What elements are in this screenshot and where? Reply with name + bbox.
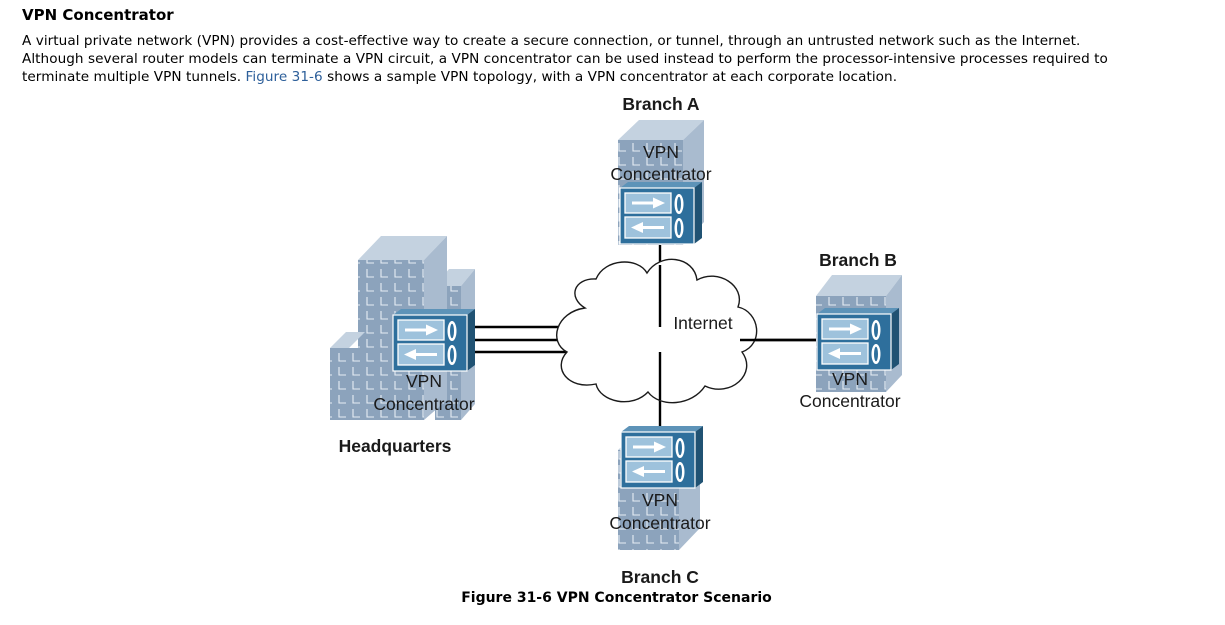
intro-line-3-end: shows a sample VPN topology, with a VPN … [322,69,898,85]
site-headquarters: VPN Concentrator Headquarters [330,236,477,456]
figure-link[interactable]: Figure 31-6 [245,69,323,85]
branch-a-device-label-2: Concentrator [610,164,711,184]
branch-b-vpn-concentrator-icon [815,306,901,372]
branch-b-device-label-1: VPN [832,369,868,389]
cloud-label: Internet [673,313,732,333]
branch-c-device-label-2: Concentrator [609,513,710,533]
branch-c-label: Branch C [621,567,699,587]
branch-a-device-label-1: VPN [643,142,679,162]
intro-line-1: A virtual private network (VPN) provides… [22,33,1081,49]
branch-c-vpn-concentrator-icon [619,424,705,490]
cloud-link-overlays [658,265,820,400]
figure-caption: Figure 31-6 VPN Concentrator Scenario [461,590,772,606]
site-branch-a: Branch A VPN Concentrator [610,94,712,246]
hq-device-label-1: VPN [406,371,442,391]
branch-c-device-label-1: VPN [642,490,678,510]
branch-a-label: Branch A [622,94,700,114]
cloud-icon [556,258,758,404]
intro-paragraph: A virtual private network (VPN) provides… [22,32,1217,86]
intro-line-3: terminate multiple VPN tunnels. Figure 3… [22,68,1217,86]
intro-line-3-start: terminate multiple VPN tunnels. [22,69,246,85]
hq-vpn-concentrator-icon [391,307,477,373]
hq-site-label: Headquarters [339,436,452,456]
branch-b-device-label-2: Concentrator [799,391,900,411]
hq-device-label-2: Concentrator [373,394,474,414]
internet-cloud: Internet [556,258,758,404]
site-branch-c: VPN Concentrator Branch C [609,424,711,587]
site-branch-b: Branch B VPN Concentrator [799,250,902,411]
intro-line-2: Although several router models can termi… [22,51,1108,67]
branch-b-label: Branch B [819,250,897,270]
branch-a-vpn-concentrator-icon [618,180,704,246]
section-title: VPN Concentrator [22,6,174,24]
